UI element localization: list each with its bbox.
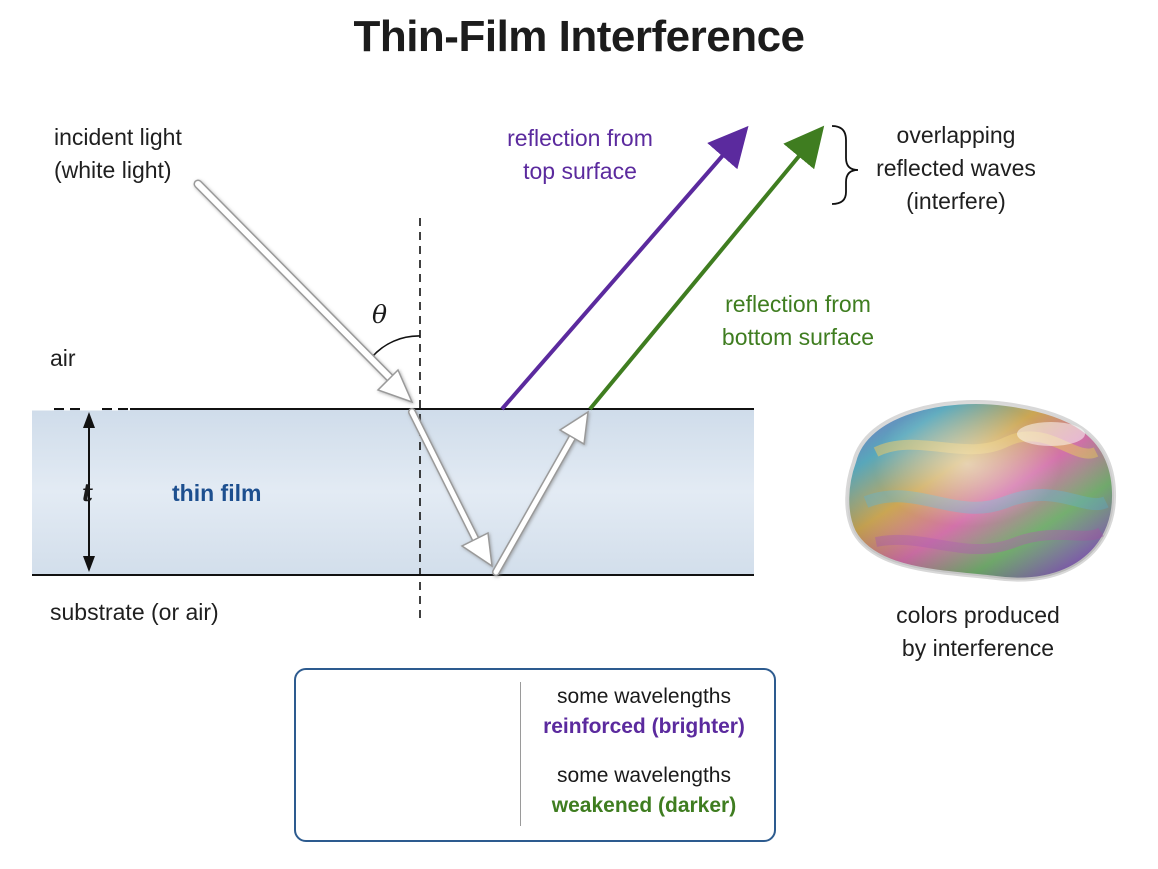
bottom-reflection-line2: bottom surface	[721, 324, 875, 350]
incident-light-label: incident light (white light)	[54, 121, 182, 187]
overlap-line2: reflected waves	[876, 155, 1036, 181]
bubble-caption-line1: colors produced	[896, 602, 1060, 628]
substrate-label: substrate (or air)	[50, 599, 219, 625]
legend-row2-line2: weakened (darker)	[551, 794, 737, 817]
top-reflection-line1: reflection from	[507, 125, 653, 151]
legend-box	[294, 668, 776, 842]
internal-reflected-ray	[492, 410, 589, 576]
soap-bubble-image	[845, 400, 1117, 582]
top-reflection-line2: top surface	[523, 158, 637, 184]
overlap-line1: overlapping	[896, 122, 1016, 148]
legend-row2-text: some wavelengths weakened (darker)	[524, 761, 764, 821]
thickness-label: t	[82, 478, 94, 507]
thin-film-label: thin film	[172, 480, 262, 506]
refracted-ray	[408, 408, 493, 568]
legend-row1-line2: reinforced (brighter)	[543, 715, 745, 738]
page-title: Thin-Film Interference	[353, 12, 805, 61]
overlap-brace	[831, 125, 859, 205]
bottom-reflection-ray	[588, 125, 825, 411]
legend-divider	[520, 682, 521, 826]
overlap-line3: (interfere)	[906, 188, 1006, 214]
incident-ray	[193, 179, 414, 404]
incident-label-line2: (white light)	[54, 157, 172, 183]
legend-row2-line1: some wavelengths	[557, 764, 731, 787]
incident-label-line1: incident light	[54, 124, 182, 150]
theta-label: θ	[372, 300, 388, 329]
bottom-reflection-label: reflection from bottom surface	[700, 288, 896, 354]
bubble-caption: colors produced by interference	[862, 599, 1094, 665]
top-reflection-label: reflection from top surface	[490, 122, 670, 188]
bubble-caption-line2: by interference	[901, 635, 1055, 661]
bottom-reflection-line1: reflection from	[725, 291, 871, 317]
air-label: air	[50, 345, 76, 371]
legend-row1-text: some wavelengths reinforced (brighter)	[524, 682, 764, 742]
thin-film-layer	[32, 409, 754, 575]
angle-arc	[371, 335, 421, 358]
legend-row1-line1: some wavelengths	[557, 685, 731, 708]
top-reflection-ray	[500, 125, 749, 411]
overlap-label: overlapping reflected waves (interfere)	[858, 119, 1054, 218]
